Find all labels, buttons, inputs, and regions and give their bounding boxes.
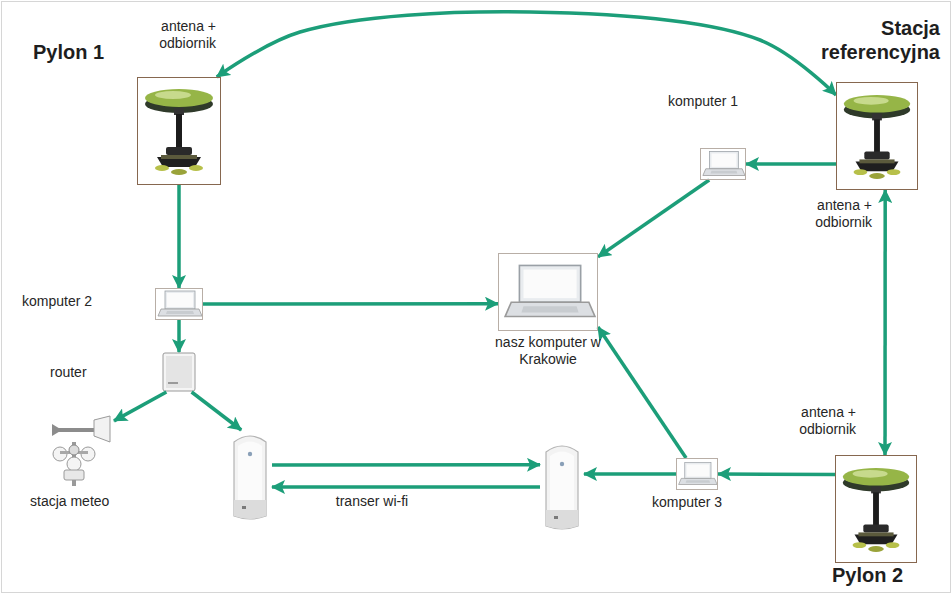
antenna-box: Stacja referencyjnaantena + odbiornik xyxy=(836,82,918,190)
device-label: stacja meteo xyxy=(30,493,109,510)
laptop-icon xyxy=(155,288,203,320)
computer-box: komputer 1 xyxy=(700,148,746,180)
laptop-icon xyxy=(700,149,746,180)
arrow-connector xyxy=(177,320,181,352)
arrow-connector xyxy=(217,12,836,95)
computer-box: nasz komputer w Krakowie xyxy=(498,253,598,331)
arrow-connector xyxy=(883,190,887,455)
weather-station-icon xyxy=(52,416,110,486)
device-label: komputer 1 xyxy=(668,93,738,110)
device-label: antena + odbiornik xyxy=(132,18,216,52)
pylon-title: Pylon 2 xyxy=(832,563,903,587)
device-label: antena + odbiornik xyxy=(788,197,872,231)
gnss-antenna xyxy=(137,77,221,185)
arrow-connector xyxy=(177,185,181,288)
router-box: router xyxy=(161,352,197,392)
computer-box: komputer 3 xyxy=(676,458,718,490)
wifi-device-icon xyxy=(546,446,578,529)
arrow-connector xyxy=(746,162,836,166)
router-icon xyxy=(163,353,195,391)
wifi-device-icon xyxy=(234,436,266,519)
arrow-connector xyxy=(584,472,676,476)
arrow-connector xyxy=(598,180,709,257)
arrow-connector xyxy=(192,392,242,430)
wifi-device-box xyxy=(540,440,584,532)
device-label: komputer 3 xyxy=(652,494,722,511)
wifi-device-box xyxy=(228,430,272,522)
arrow-connector xyxy=(598,327,686,458)
laptop-icon xyxy=(499,259,597,324)
gnss-antenna xyxy=(836,83,918,188)
gnss-antenna xyxy=(835,456,917,561)
laptop-icon xyxy=(676,460,718,488)
weather-station-box: stacja meteo xyxy=(38,412,114,486)
device-label: antena + odbiornik xyxy=(772,404,856,438)
antenna-box: Pylon 1antena + odbiornik xyxy=(137,77,221,185)
arrow-connector xyxy=(718,472,835,476)
arrow-connector xyxy=(203,302,498,306)
device-label: nasz komputer w Krakowie xyxy=(493,334,603,368)
device-label: router xyxy=(50,364,87,381)
station-title: Stacja referencyjna xyxy=(812,16,940,64)
antenna-box: antena + odbiornikPylon 2 xyxy=(835,455,917,563)
arrow-connector xyxy=(272,463,540,467)
arrow-connector xyxy=(272,485,540,489)
device-label: komputer 2 xyxy=(22,293,92,310)
arrow-connector xyxy=(114,392,166,421)
computer-box: komputer 2 xyxy=(155,288,203,320)
pylon-title: Pylon 1 xyxy=(33,40,104,64)
connector-label: transer wi-fi xyxy=(334,493,410,510)
